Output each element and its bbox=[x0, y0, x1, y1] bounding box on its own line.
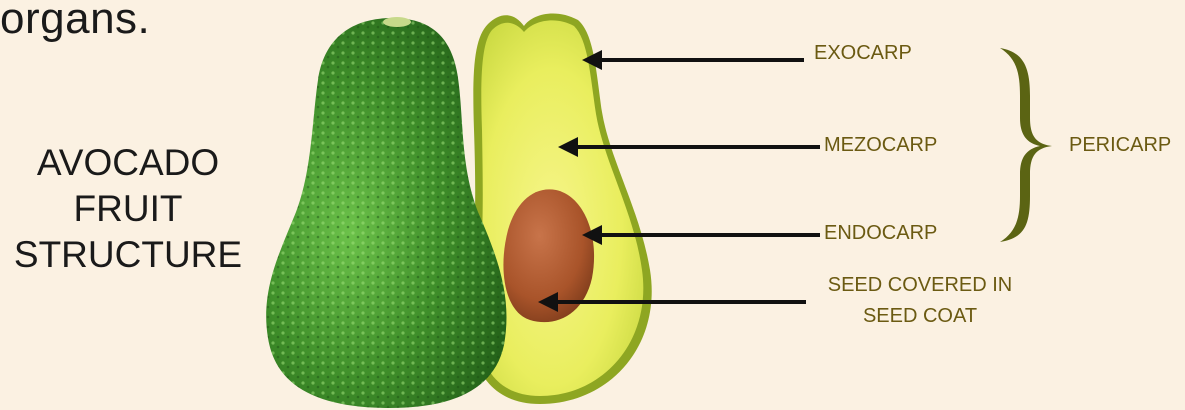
stem-end bbox=[383, 17, 411, 27]
avocado-whole bbox=[266, 17, 506, 408]
label-seed-line-2: SEED COAT bbox=[810, 301, 1030, 332]
label-pericarp: PERICARP bbox=[1069, 134, 1171, 157]
pericarp-brace bbox=[1000, 48, 1052, 242]
label-exocarp: EXOCARP bbox=[814, 42, 912, 65]
label-endocarp: ENDOCARP bbox=[824, 222, 937, 245]
label-mezocarp: MEZOCARP bbox=[824, 134, 937, 157]
label-seed-line-1: SEED COVERED IN bbox=[810, 270, 1030, 301]
whole-skin-texture bbox=[266, 18, 506, 408]
label-seed: SEED COVERED IN SEED COAT bbox=[810, 270, 1030, 332]
